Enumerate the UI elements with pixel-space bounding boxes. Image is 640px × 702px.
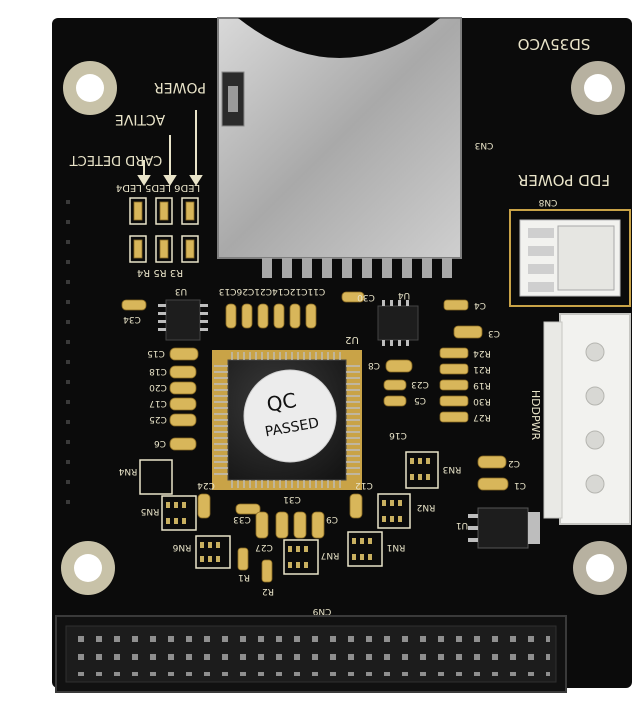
c24-label: C24 (197, 480, 215, 490)
c23-label: C23 (411, 379, 429, 389)
power-label: POWER (154, 79, 206, 95)
controller-chip: QC PASSED (212, 350, 362, 490)
cn9-label: CN9 (312, 606, 331, 616)
hddpwr-label: HDDPWR (529, 390, 542, 441)
rn6-network (195, 535, 231, 569)
c1-label: C1 (514, 480, 526, 490)
card-detect-label: CARD DETECT (70, 152, 163, 167)
fdd-power-label: FDD POWER (518, 171, 610, 189)
rn1-network (347, 531, 383, 567)
c5-label: C5 (414, 395, 426, 405)
cn8-label: CN8 (538, 197, 557, 207)
rn3-label: RN3 (443, 464, 462, 474)
voltage-regulator (468, 507, 540, 549)
model-label: SD35VCO (518, 35, 591, 53)
rn3-network (405, 451, 439, 489)
c2-label: C2 (508, 458, 520, 468)
ide-40-pin-header (55, 615, 567, 693)
r27-label: R27 (473, 412, 491, 422)
r2-label: R2 (262, 586, 274, 596)
rn1-label: RN1 (387, 542, 406, 552)
led-row-label: LED6 LED5 LED4 (116, 182, 200, 193)
mounting-hole-bottom-left (61, 541, 115, 595)
right-resistor-column (439, 299, 483, 423)
sd-card-slot (217, 17, 462, 278)
r21-label: R21 (473, 364, 491, 374)
c12-label: C12 (355, 480, 373, 490)
c18-label: C18 (149, 366, 167, 376)
u2-label: U2 (345, 334, 359, 345)
c30-label: C30 (357, 292, 375, 302)
led-pads (133, 201, 195, 259)
c4-label: C4 (474, 300, 486, 310)
edge-vias (66, 200, 70, 504)
c2-c1-caps (477, 455, 509, 491)
r19-label: R19 (473, 380, 491, 390)
led-footprints (129, 197, 199, 263)
mounting-hole-bottom-right (573, 541, 627, 595)
led-arrows (137, 110, 203, 186)
c9-label: C9 (326, 514, 338, 524)
mid-right-caps (383, 359, 413, 407)
c16-label: C16 (389, 430, 407, 440)
rn7-network (283, 539, 319, 575)
u4-label: U4 (398, 290, 411, 300)
rn2-label: RN2 (417, 502, 436, 512)
rn6-label: RN6 (172, 542, 191, 552)
u3-label: U3 (175, 286, 187, 296)
top-caps-label: C11C12C14C21C26C13 (219, 286, 325, 296)
c20-label: C20 (149, 382, 167, 392)
rn7-label: RN7 (321, 550, 340, 560)
mounting-hole-top-right (571, 61, 625, 115)
c34-label: C34 (123, 314, 141, 324)
active-label: ACTIVE (115, 111, 165, 127)
r24-label: R24 (473, 348, 491, 358)
rn5-label: RN5 (141, 506, 160, 516)
c17-label: C17 (149, 398, 167, 408)
c8-label: C8 (368, 360, 380, 370)
r1-r2-resistors (237, 547, 273, 583)
qc-sticker-line1: QC (265, 388, 298, 417)
mounting-hole-top-left (63, 61, 117, 115)
c31-label: C31 (283, 494, 301, 504)
c27-label: C27 (255, 542, 273, 552)
top-capacitors (225, 303, 317, 329)
lower-caps (197, 493, 363, 539)
left-caps-column (169, 347, 199, 451)
u4-chip (377, 300, 419, 346)
c3-label: C3 (488, 328, 500, 338)
molex-power-connector (543, 313, 631, 525)
c33-label: C33 (233, 514, 251, 524)
fdd-power-connector (509, 209, 631, 307)
c25-label: C25 (149, 414, 167, 424)
c6-label: C6 (154, 438, 166, 448)
rn2-network (377, 493, 411, 529)
r30-label: R30 (473, 396, 491, 406)
c30-cap (341, 291, 365, 303)
rn4-network (139, 459, 173, 495)
u1-label: U1 (456, 520, 468, 530)
c15-label: C15 (147, 348, 165, 358)
resistor-row-label: R3 R5 R4 (137, 267, 183, 278)
cn3-label: CN3 (475, 140, 494, 150)
r1-label: R1 (238, 572, 250, 582)
rn5-network (161, 495, 197, 531)
rn4-label: RN4 (118, 466, 137, 476)
c34-cap (121, 299, 147, 311)
u3-chip (158, 299, 208, 341)
